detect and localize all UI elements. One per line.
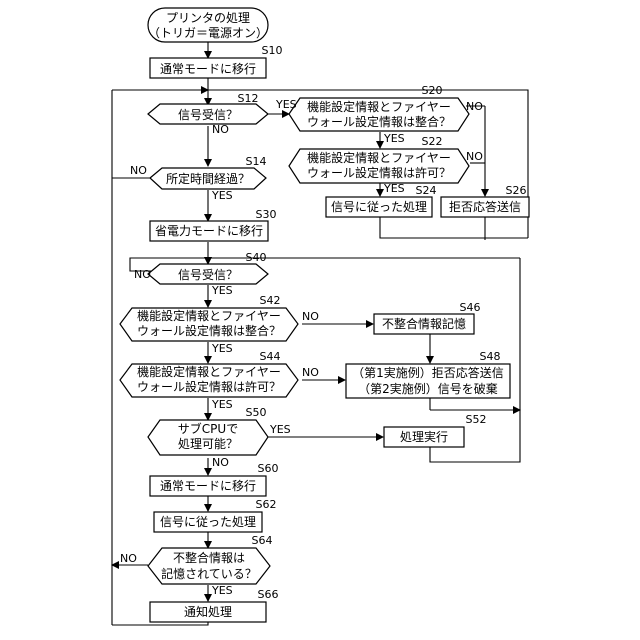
- decision-s22: 機能設定情報とファイヤー ウォール設定情報は許可？ S22: [289, 135, 469, 183]
- s42-no-label: NO: [302, 310, 319, 323]
- decision-s20-line2: ウォール設定情報は整合？: [307, 114, 451, 129]
- decision-s40-label: 信号受信？: [178, 268, 238, 282]
- step-s10: S10: [262, 44, 283, 57]
- decision-s22-line2: ウォール設定情報は許可？: [307, 165, 451, 180]
- s22-no-label: NO: [466, 150, 483, 163]
- step-s66: S66: [258, 588, 279, 601]
- decision-s20: 機能設定情報とファイヤー ウォール設定情報は整合？ S20: [289, 84, 469, 131]
- process-s48-line2: （第2実施例）信号を破棄: [358, 381, 498, 396]
- s44-no-label: NO: [302, 366, 319, 379]
- start-terminal: プリンタの処理 （トリガ＝電源オン）: [148, 8, 268, 42]
- s22-yes-label: YES: [383, 182, 405, 195]
- step-s22: S22: [422, 135, 443, 148]
- s50-no-label: NO: [212, 456, 229, 469]
- decision-s42-line1: 機能設定情報とファイヤー: [137, 308, 281, 323]
- process-s48: （第1実施例）拒否応答送信 （第2実施例）信号を破棄 S48: [346, 350, 510, 398]
- s50-yes-label: YES: [269, 423, 291, 436]
- process-s62-label: 信号に従った処理: [160, 515, 256, 529]
- step-s46: S46: [460, 301, 481, 314]
- decision-s14-label: 所定時間経過？: [166, 171, 250, 186]
- decision-s64: 不整合情報は 記憶されている？ S64: [148, 534, 272, 584]
- s64-yes-label: YES: [211, 584, 233, 597]
- process-s62: 信号に従った処理 S62: [154, 498, 276, 532]
- process-s30-label: 省電力モードに移行: [155, 224, 263, 238]
- decision-s12-label: 信号受信？: [178, 108, 238, 122]
- step-s30: S30: [256, 208, 277, 221]
- decision-s42-line2: ウォール設定情報は整合？: [137, 323, 281, 338]
- decision-s42: 機能設定情報とファイヤー ウォール設定情報は整合？ S42: [120, 294, 298, 341]
- decision-s22-line1: 機能設定情報とファイヤー: [307, 150, 451, 165]
- decision-s64-line1: 不整合情報は: [173, 550, 245, 565]
- step-s60: S60: [258, 462, 279, 475]
- s20-no-label: NO: [466, 100, 483, 113]
- step-s44: S44: [260, 350, 281, 363]
- s12-no-label: NO: [212, 123, 229, 136]
- s64-no-label: NO: [120, 552, 137, 565]
- decision-s20-line1: 機能設定情報とファイヤー: [307, 99, 451, 114]
- s40-yes-label: YES: [211, 284, 233, 297]
- step-s14: S14: [246, 155, 267, 168]
- process-s48-line1: （第1実施例）拒否応答送信: [352, 365, 504, 380]
- process-s10: 通常モードに移行 S10: [150, 44, 282, 78]
- decision-s44-line1: 機能設定情報とファイヤー: [137, 364, 281, 379]
- step-s48: S48: [480, 350, 501, 363]
- process-s52: 処理実行 S52: [384, 413, 486, 447]
- s12-yes-label: YES: [275, 98, 297, 111]
- process-s46: 不整合情報記憶 S46: [374, 301, 480, 334]
- step-s62: S62: [256, 498, 277, 511]
- step-s26: S26: [506, 184, 527, 197]
- step-s50: S50: [246, 406, 267, 419]
- decision-s50-line2: 処理可能？: [178, 437, 238, 451]
- decision-s50-line1: サブCPUで: [178, 421, 238, 436]
- step-s24: S24: [416, 184, 437, 197]
- step-s20: S20: [422, 84, 443, 97]
- process-s24: 信号に従った処理 S24: [326, 184, 436, 217]
- process-s66-label: 通知処理: [184, 605, 232, 619]
- process-s46-label: 不整合情報記憶: [382, 316, 466, 331]
- process-s30: 省電力モードに移行 S30: [150, 208, 276, 241]
- step-s42: S42: [260, 294, 281, 307]
- s14-no-label: NO: [130, 164, 147, 177]
- decision-s44: 機能設定情報とファイヤー ウォール設定情報は許可？ S44: [120, 350, 298, 397]
- step-s12: S12: [238, 92, 259, 105]
- start-trigger: （トリガ＝電源オン）: [148, 26, 268, 40]
- process-s52-label: 処理実行: [400, 429, 448, 444]
- process-s24-label: 信号に従った処理: [331, 200, 427, 214]
- process-s60-label: 通常モードに移行: [160, 479, 256, 493]
- process-s26-label: 拒否応答送信: [449, 199, 521, 214]
- start-title: プリンタの処理: [166, 11, 250, 25]
- s44-yes-label: YES: [211, 398, 233, 411]
- process-s10-label: 通常モードに移行: [160, 62, 256, 76]
- step-s40: S40: [246, 251, 267, 264]
- s42-yes-label: YES: [211, 342, 233, 355]
- s40-no-label: NO: [134, 268, 151, 281]
- step-s64: S64: [252, 534, 273, 547]
- decision-s44-line2: ウォール設定情報は許可？: [137, 379, 281, 394]
- s14-yes-label: YES: [211, 189, 233, 202]
- step-s52: S52: [466, 413, 487, 426]
- decision-s64-line2: 記憶されている？: [161, 566, 257, 581]
- s20-yes-label: YES: [383, 132, 405, 145]
